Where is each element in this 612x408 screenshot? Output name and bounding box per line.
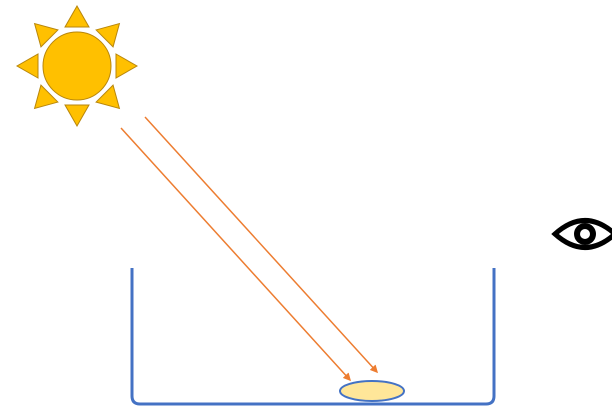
eye-icon xyxy=(551,218,612,250)
eye-pupil-highlight xyxy=(580,229,590,239)
object-at-bottom xyxy=(339,380,405,402)
sun-rays xyxy=(15,4,139,128)
sun-icon xyxy=(15,4,139,128)
container xyxy=(130,268,496,406)
light-ray-1 xyxy=(120,127,352,382)
light-ray-2 xyxy=(144,116,379,374)
sun-disc xyxy=(42,31,112,101)
